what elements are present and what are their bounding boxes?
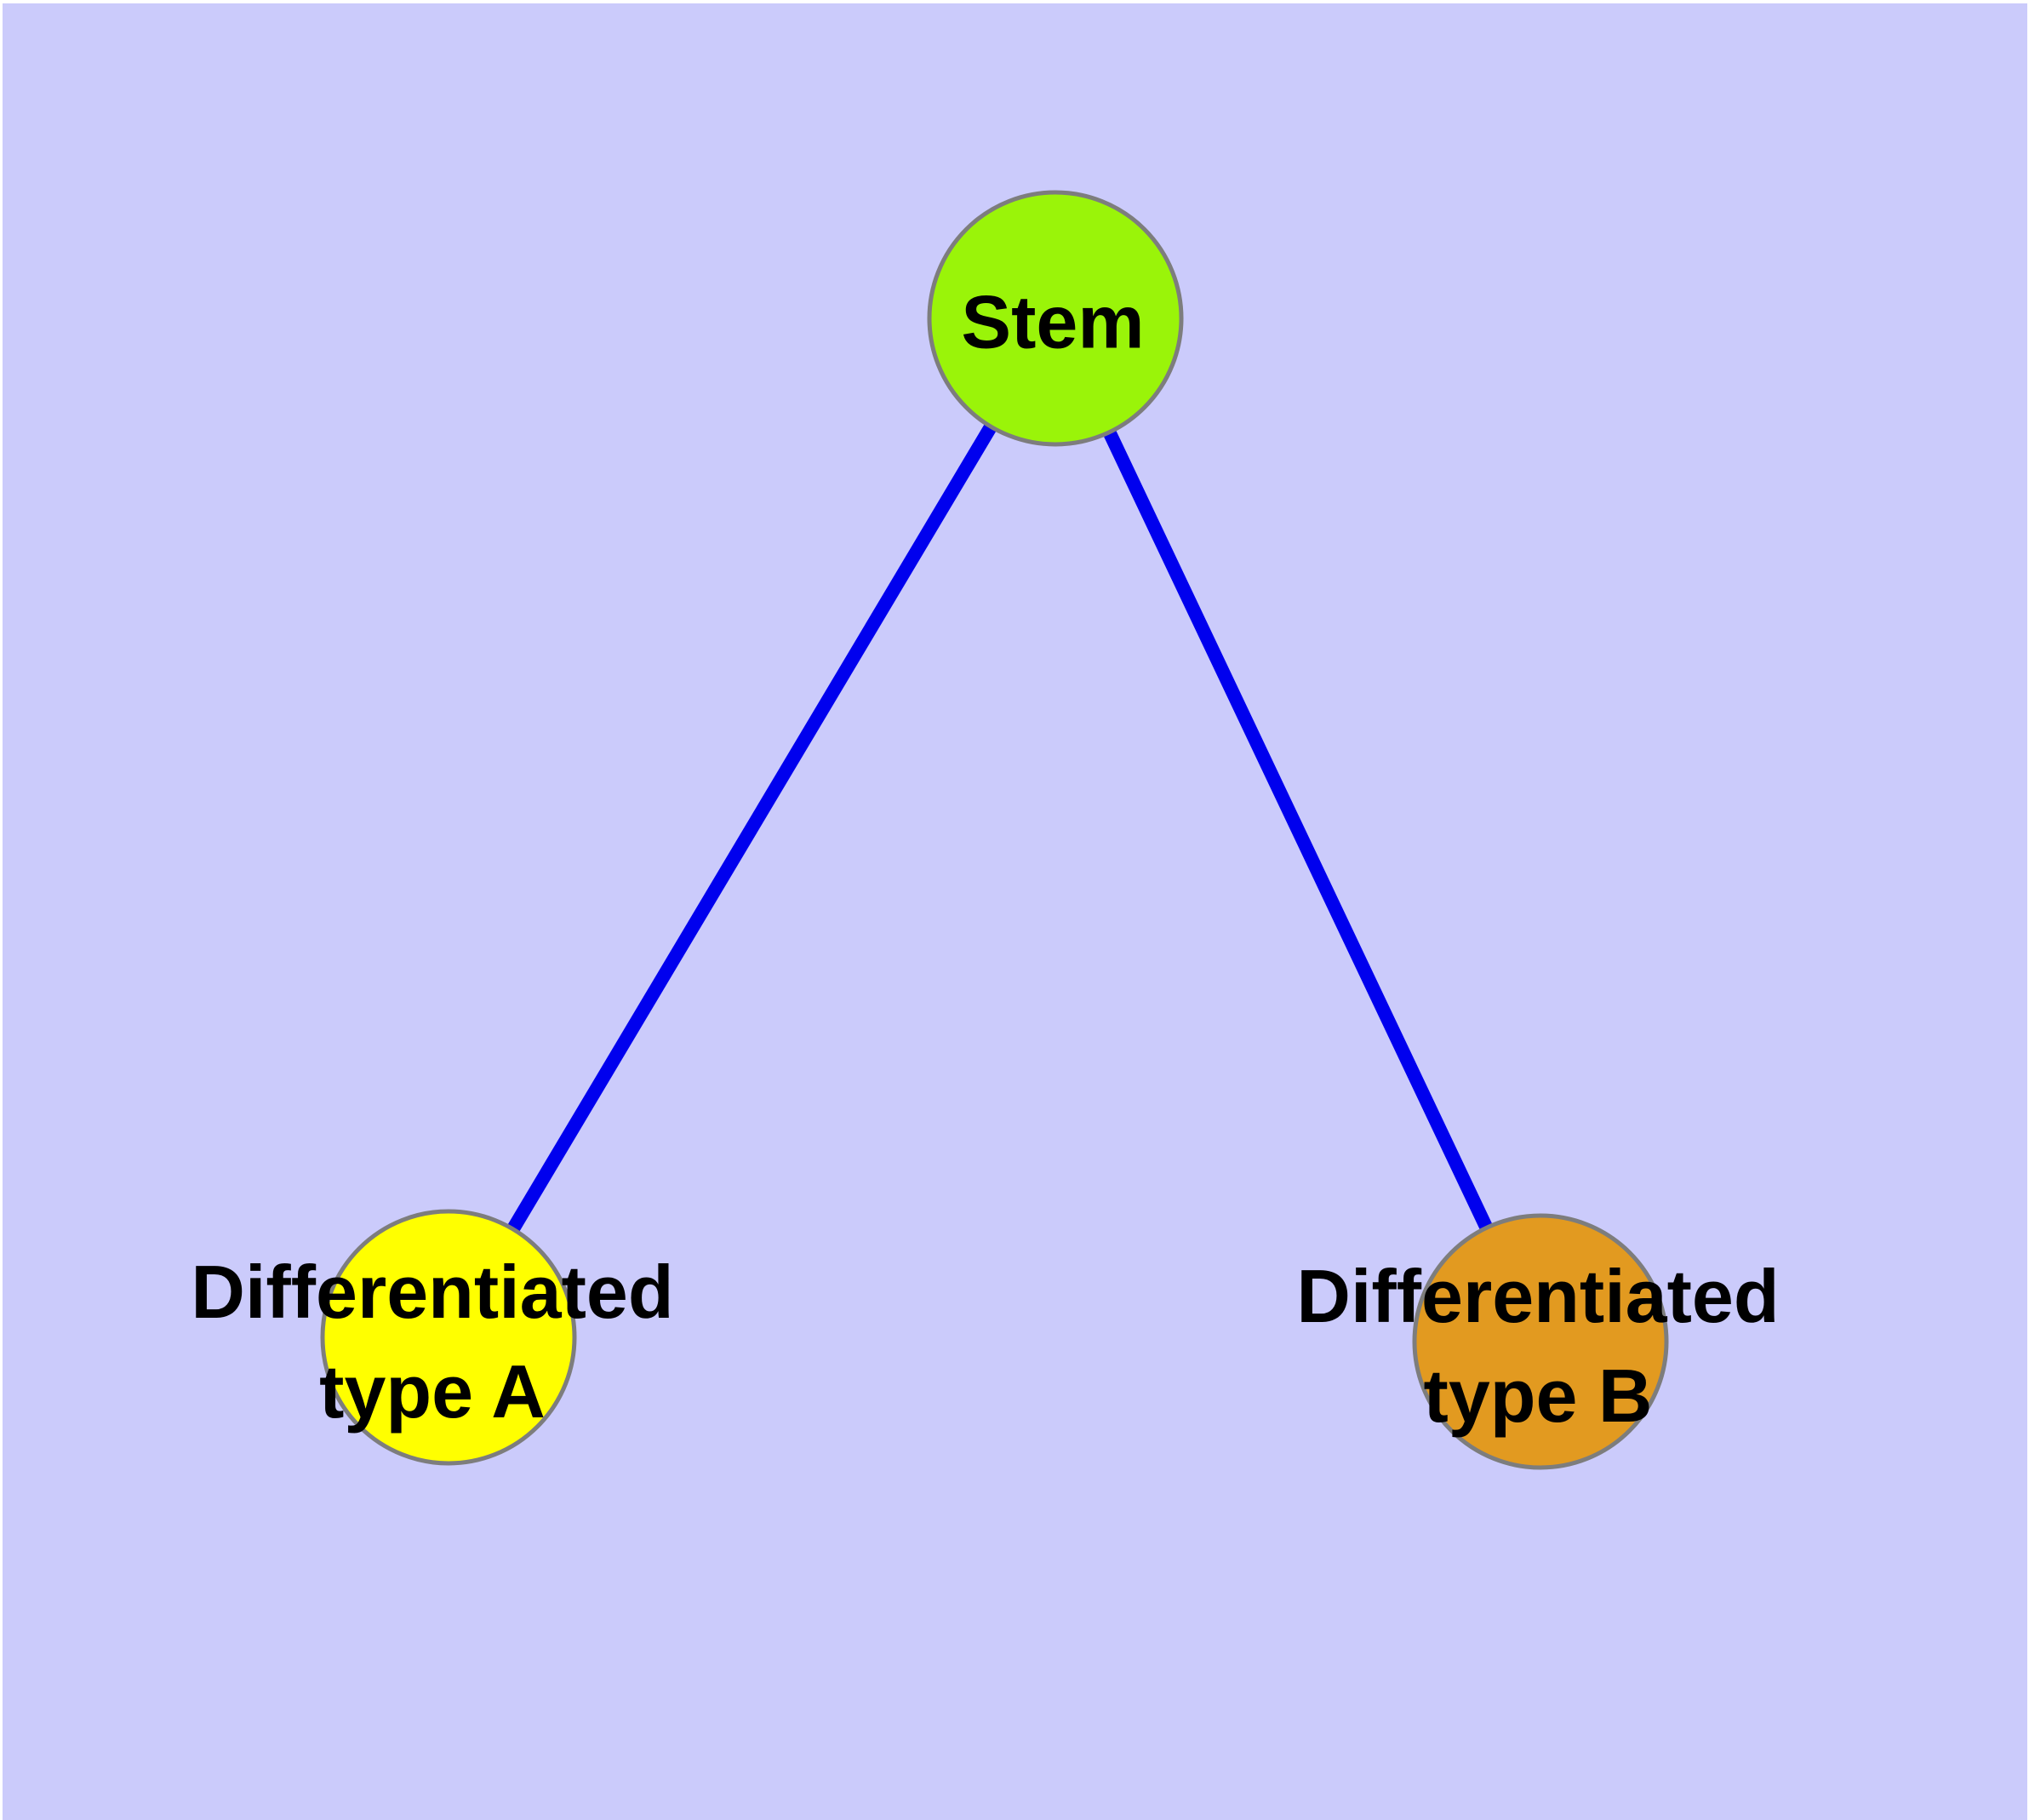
node-circle-type-b <box>1412 1213 1669 1470</box>
node-label-stem: Stem <box>961 279 1145 364</box>
node-circle-stem <box>927 190 1184 447</box>
node-label-type-b: Differentiated type B <box>1296 1254 1780 1438</box>
node-label-type-a: Differentiated type A <box>191 1250 674 1434</box>
node-circle-type-a <box>320 1209 577 1466</box>
graph-diagram <box>320 190 1669 1470</box>
edge-stem-to-type-a <box>443 314 1061 1342</box>
edge-stem-to-type-b <box>1049 315 1547 1345</box>
